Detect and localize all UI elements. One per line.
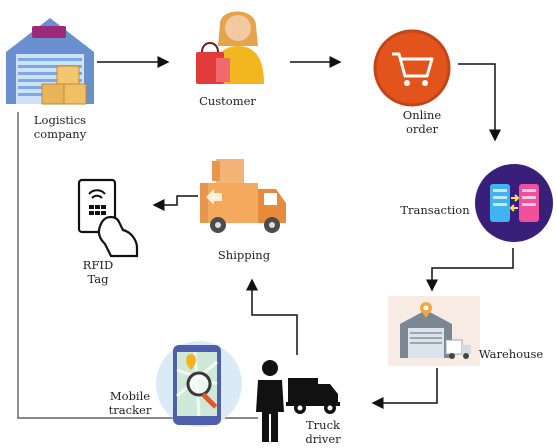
phone-map-icon <box>156 341 242 427</box>
truck-driver-node <box>250 356 345 444</box>
arrow-shipping-to-rfid <box>152 195 198 211</box>
shopping-cart-icon <box>373 29 451 107</box>
card-transfer-icon <box>475 164 553 242</box>
mobile-tracker-label: Mobile tracker <box>108 389 152 417</box>
rfid-tag-label: RFID Tag <box>82 258 114 286</box>
customer-node <box>190 2 285 87</box>
delivery-truck-icon <box>200 159 286 233</box>
warehouse-truck-icon <box>388 296 480 366</box>
arrow-transaction-to-warehouse <box>426 248 514 292</box>
rfid-card-icon <box>77 178 139 258</box>
truck-driver-label: Truck driver <box>305 418 341 446</box>
shipping-label: Shipping <box>217 248 271 262</box>
warehouse-building-icon <box>6 18 94 105</box>
transaction-label: Transaction <box>400 203 470 217</box>
customer-label: Customer <box>199 94 256 108</box>
logistics-company-label: Logistics company <box>33 113 87 141</box>
arrow-order-to-transaction <box>458 63 501 142</box>
online-order-node <box>372 28 452 108</box>
rfid-tag-node <box>75 178 145 258</box>
shipping-node <box>198 155 290 237</box>
online-order-label: Online order <box>402 108 442 136</box>
transaction-node <box>473 162 555 244</box>
arrow-warehouse-to-driver <box>371 368 438 409</box>
arrow-driver-to-shipping <box>246 278 298 355</box>
driver-truck-icon <box>256 360 340 442</box>
logistics-company-node <box>2 14 97 109</box>
warehouse-label: Warehouse <box>478 347 544 361</box>
mobile-tracker-node <box>155 340 243 428</box>
warehouse-node <box>388 296 480 366</box>
shopper-woman-icon <box>196 11 264 84</box>
